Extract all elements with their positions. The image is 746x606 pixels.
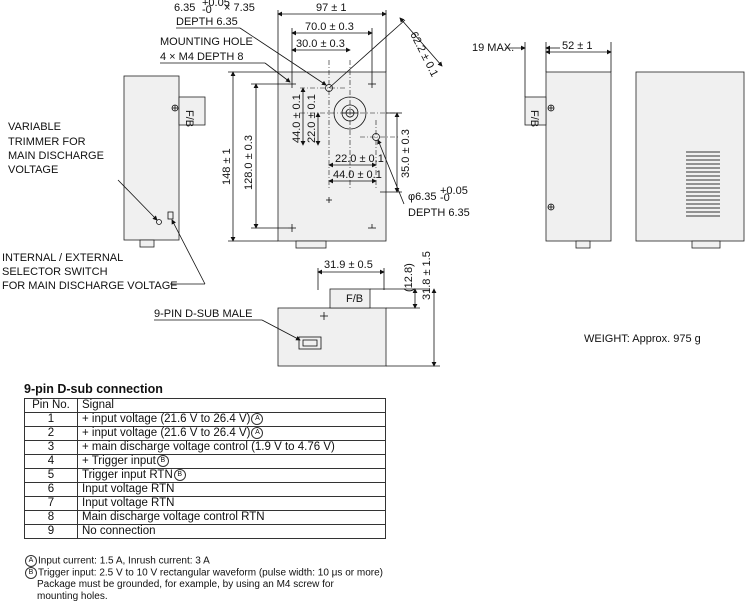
trimmer-label-1: VARIABLE	[8, 121, 61, 133]
trimmer-label-4: VOLTAGE	[8, 164, 58, 176]
dim-hole-half-v: 22.0 ± 0.1	[306, 94, 318, 143]
dim-inner-height: 128.0 ± 0.3	[243, 135, 255, 190]
hole-spec-2: DEPTH 6.35	[408, 207, 470, 219]
pin-number: 9	[24, 524, 78, 540]
table-row: 1+ input voltage (21.6 V to 26.4 V)A	[24, 411, 386, 428]
pin-spec-1: 6.35	[174, 2, 195, 14]
dim-right-offset: 35.0 ± 0.3	[400, 129, 412, 178]
selector-switch-icon	[167, 211, 174, 220]
pin-signal: Main discharge voltage control RTN	[77, 510, 386, 526]
pin-table-title: 9-pin D-sub connection	[24, 382, 163, 396]
svg-text:F/B: F/B	[346, 293, 363, 305]
pin-number: 8	[24, 510, 78, 526]
bottom-view: F/B	[277, 288, 387, 367]
pin-table: Pin No. Signal 1+ input voltage (21.6 V …	[24, 398, 386, 540]
svg-text:+0.05: +0.05	[440, 185, 468, 197]
dsub-connector-icon	[298, 336, 322, 350]
right-side-view: F/B	[524, 71, 612, 249]
dim-height: 148 ± 1	[221, 148, 233, 185]
front-view	[277, 19, 406, 249]
dim-top-width: 97 ± 1	[316, 2, 347, 14]
pin-signal: Input voltage RTN	[77, 482, 386, 498]
svg-text:F/B: F/B	[528, 110, 540, 127]
svg-text:+0.05: +0.05	[202, 0, 230, 9]
selector-label-1: INTERNAL / EXTERNAL	[2, 252, 123, 264]
weight-label: WEIGHT: Approx. 975 g	[584, 333, 701, 345]
header-signal: Signal	[77, 398, 386, 413]
back-view	[635, 71, 745, 249]
mounting-hole-label-2: 4 × M4 DEPTH 8	[160, 51, 243, 63]
dim-diagonal: 62.2 ± 0.1	[407, 30, 440, 79]
vent-grille-icon	[686, 151, 720, 217]
dim-ref: (12.8)	[403, 263, 415, 292]
note-mark: B	[173, 469, 186, 482]
pin-table-header: Pin No. Signal	[24, 398, 386, 413]
svg-text:F/B: F/B	[183, 110, 195, 127]
pin-signal: No connection	[77, 524, 386, 540]
pin-signal: + main discharge voltage control (1.9 V …	[77, 440, 386, 456]
pin-spec-2: DEPTH 6.35	[176, 16, 238, 28]
trimmer-label-3: MAIN DISCHARGE	[8, 150, 104, 162]
pin-number: 6	[24, 482, 78, 498]
pin-signal: + input voltage (21.6 V to 26.4 V)A	[77, 426, 386, 442]
note-mark: A	[251, 427, 264, 440]
dim-bottom-height: 31.8 ± 1.5	[421, 251, 433, 300]
selector-label-2: SELECTOR SWITCH	[2, 266, 108, 278]
dim-hole-sep-v: 44.0 ± 0.1	[291, 94, 303, 143]
note-mark: A	[251, 413, 264, 425]
selector-label-3: FOR MAIN DISCHARGE VOLTAGE	[2, 280, 178, 292]
hole-spec-1: φ6.35	[408, 191, 437, 203]
pin-number: 4	[24, 454, 78, 470]
pin-table-section: 9-pin D-sub connection Pin No. Signal 1+…	[24, 382, 386, 540]
pin-signal: + input voltage (21.6 V to 26.4 V)A	[77, 411, 386, 428]
dim-bottom-width: 31.9 ± 0.5	[324, 259, 373, 271]
header-pin: Pin No.	[24, 398, 78, 413]
table-row: 2+ input voltage (21.6 V to 26.4 V)A	[24, 426, 386, 442]
mounting-hole-label-1: MOUNTING HOLE	[160, 36, 253, 48]
table-row: 3+ main discharge voltage control (1.9 V…	[24, 440, 386, 456]
dim-hole-sep-h: 44.0 ± 0.1	[333, 169, 382, 181]
dimension-drawing: F/B VARIABLE TRIMMER FOR MAIN DISCHARGE …	[2, 0, 745, 367]
pin-number: 7	[24, 496, 78, 512]
pin-number: 1	[24, 411, 78, 428]
pin-signal: Input voltage RTN	[77, 496, 386, 512]
note-c1: Package must be grounded, for example, b…	[37, 579, 334, 591]
dim-hole-half-h: 22.0 ± 0.1	[335, 153, 384, 165]
dsub-label: 9-PIN D-SUB MALE	[154, 308, 252, 320]
trimmer-icon	[156, 219, 162, 225]
pin-number: 2	[24, 426, 78, 442]
pin-number: 5	[24, 468, 78, 484]
note-c2: mounting holes.	[37, 590, 108, 602]
dim-depth: 52 ± 1	[562, 40, 593, 52]
note-mark: B	[156, 455, 169, 468]
pin-spec-1b: × 7.35	[224, 2, 255, 14]
svg-text:-0: -0	[202, 4, 212, 16]
left-side-view: F/B	[123, 75, 206, 248]
svg-text:-0: -0	[440, 192, 450, 204]
dim-max-label: 19 MAX.	[472, 42, 514, 54]
dim-inner-width: 70.0 ± 0.3	[305, 21, 354, 33]
pin-number: 3	[24, 440, 78, 456]
trimmer-label-2: TRIMMER FOR	[8, 136, 86, 148]
dim-center-width: 30.0 ± 0.3	[296, 38, 345, 50]
